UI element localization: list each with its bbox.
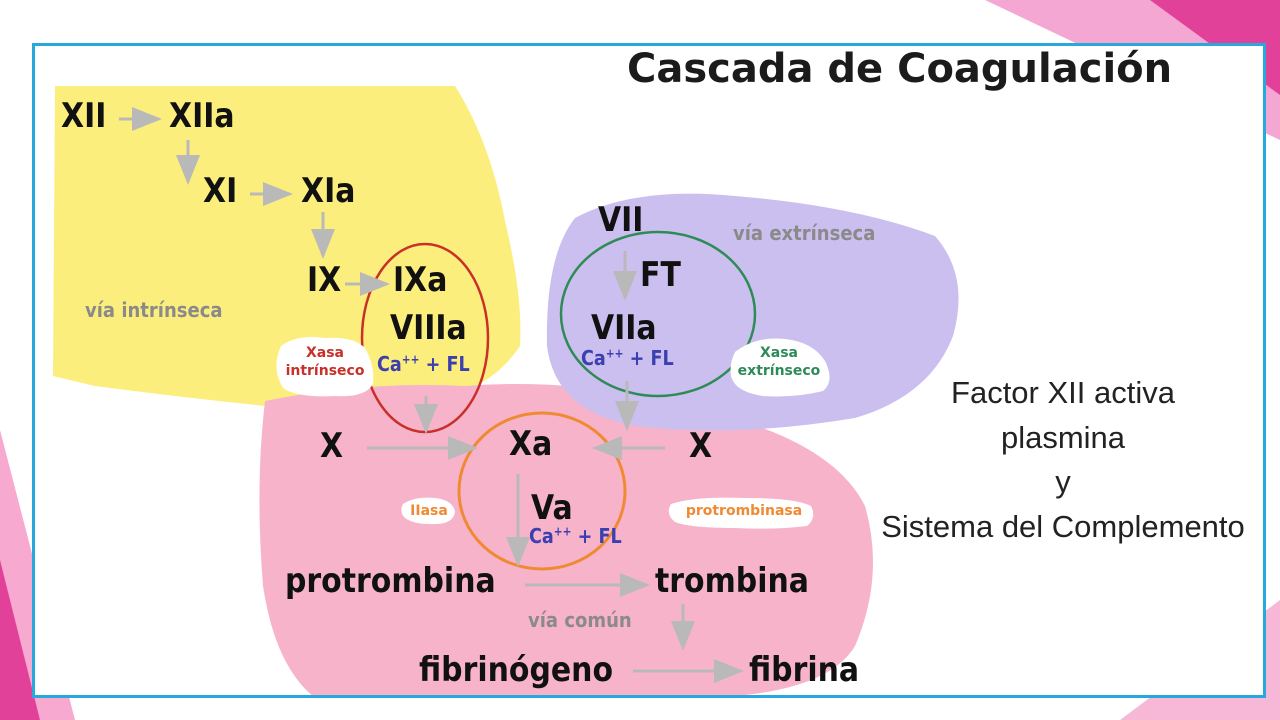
label-iiasa: IIasa xyxy=(410,503,448,519)
note-line-4: Sistema del Complemento xyxy=(881,508,1245,544)
node-fibrina: fibrina xyxy=(749,650,860,690)
node-xi: XI xyxy=(203,171,238,211)
node-fibrinogeno: fibrinógeno xyxy=(419,650,614,690)
node-x-right: X xyxy=(689,426,713,466)
node-viia: VIIa xyxy=(591,308,657,348)
pathway-arrows xyxy=(119,107,744,683)
side-note: Factor XII activa plasmina y Sistema del… xyxy=(861,371,1263,549)
common-region xyxy=(259,384,873,695)
node-xii: XII xyxy=(61,96,107,136)
node-x-left: X xyxy=(320,426,344,466)
node-ixa: IXa xyxy=(393,260,448,300)
node-vii: VII xyxy=(598,200,644,240)
extrinsic-region xyxy=(546,193,959,431)
node-xa: Xa xyxy=(509,424,553,464)
note-line-1: Factor XII activa xyxy=(951,375,1175,410)
cofactor-common: Ca++ + FL xyxy=(529,524,622,548)
node-protrombina: protrombina xyxy=(285,561,496,601)
label-xasa-extrinseco: Xasa extrínseco xyxy=(737,345,821,379)
node-va: Va xyxy=(531,488,573,528)
cofactor-intrinsic: Ca++ + FL xyxy=(377,352,470,376)
iiasa-blob xyxy=(401,497,455,525)
node-ft: FT xyxy=(640,255,681,295)
note-line-3: y xyxy=(1055,464,1071,499)
extrinsic-tenase-circle xyxy=(559,230,757,398)
protrombinasa-blob xyxy=(668,497,814,529)
xasa-intrinseco-blob xyxy=(276,337,374,397)
xasa-extrinseco-blob xyxy=(730,338,830,397)
label-via-extrinseca: vía extrínseca xyxy=(733,221,876,245)
diagram-canvas xyxy=(53,86,959,695)
note-line-2: plasmina xyxy=(1000,419,1126,455)
node-xia: XIa xyxy=(301,171,356,211)
label-xasa-intrinseco: Xasa intrínseco xyxy=(285,345,365,379)
page-title: Cascada de Coagulación xyxy=(627,46,1173,92)
label-via-intrinseca: vía intrínseca xyxy=(85,298,223,322)
prothrombinase-circle xyxy=(457,411,627,571)
slide-frame: Cascada de Coagulación XII XIIa XI XIa I… xyxy=(32,43,1266,698)
node-trombina: trombina xyxy=(655,561,809,601)
node-viiia: VIIIa xyxy=(390,308,467,348)
label-via-comun: vía común xyxy=(528,608,632,632)
intrinsic-region xyxy=(53,86,521,408)
cofactor-extrinsic: Ca++ + FL xyxy=(581,346,674,370)
label-protrombinasa: protrombinasa xyxy=(685,503,803,519)
node-ix: IX xyxy=(307,260,342,300)
node-xiia: XIIa xyxy=(169,96,235,136)
